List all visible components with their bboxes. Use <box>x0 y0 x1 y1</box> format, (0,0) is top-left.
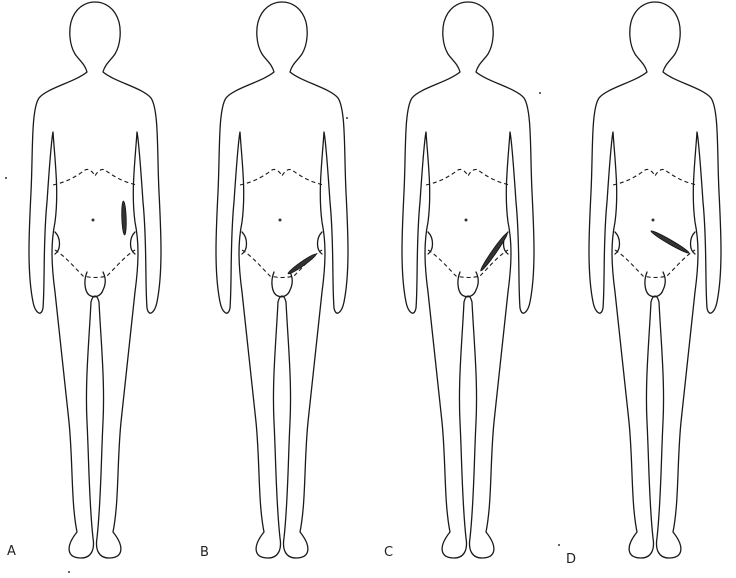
body-outline <box>216 2 348 558</box>
genital-outline <box>272 272 292 297</box>
scan-speck <box>539 92 541 94</box>
inguinal-line <box>55 250 135 278</box>
panel-label-a: A <box>7 545 16 558</box>
body-figure-c <box>402 2 534 558</box>
scan-speck <box>5 177 7 179</box>
body-figure-b <box>216 2 348 558</box>
costal-margin-line <box>53 169 137 185</box>
umbilicus-mark <box>652 219 655 222</box>
scan-speck <box>558 544 560 546</box>
incision-mark-c <box>479 232 509 272</box>
inguinal-line <box>615 250 695 278</box>
incision-mark-d <box>650 229 690 255</box>
incision-mark-b <box>287 252 317 275</box>
body-figure-d <box>589 2 721 558</box>
umbilicus-mark <box>92 219 95 222</box>
umbilicus-mark <box>465 219 468 222</box>
genital-outline <box>458 272 478 297</box>
genital-outline <box>85 272 105 297</box>
scan-speck <box>346 117 348 119</box>
panel-label-d: D <box>566 553 576 566</box>
inguinal-line <box>428 250 508 278</box>
body-outline <box>29 2 161 558</box>
costal-margin-line <box>240 169 324 185</box>
body-figure-a <box>29 2 161 558</box>
body-outline <box>402 2 534 558</box>
costal-margin-line <box>426 169 510 185</box>
costal-margin-line <box>613 169 697 185</box>
panel-label-b: B <box>200 546 209 559</box>
panel-label-c: C <box>384 546 393 559</box>
body-outline <box>589 2 721 558</box>
incision-mark-a <box>121 201 127 235</box>
inguinal-line <box>242 250 322 278</box>
scan-speck <box>68 571 70 573</box>
genital-outline <box>645 272 665 297</box>
umbilicus-mark <box>279 219 282 222</box>
